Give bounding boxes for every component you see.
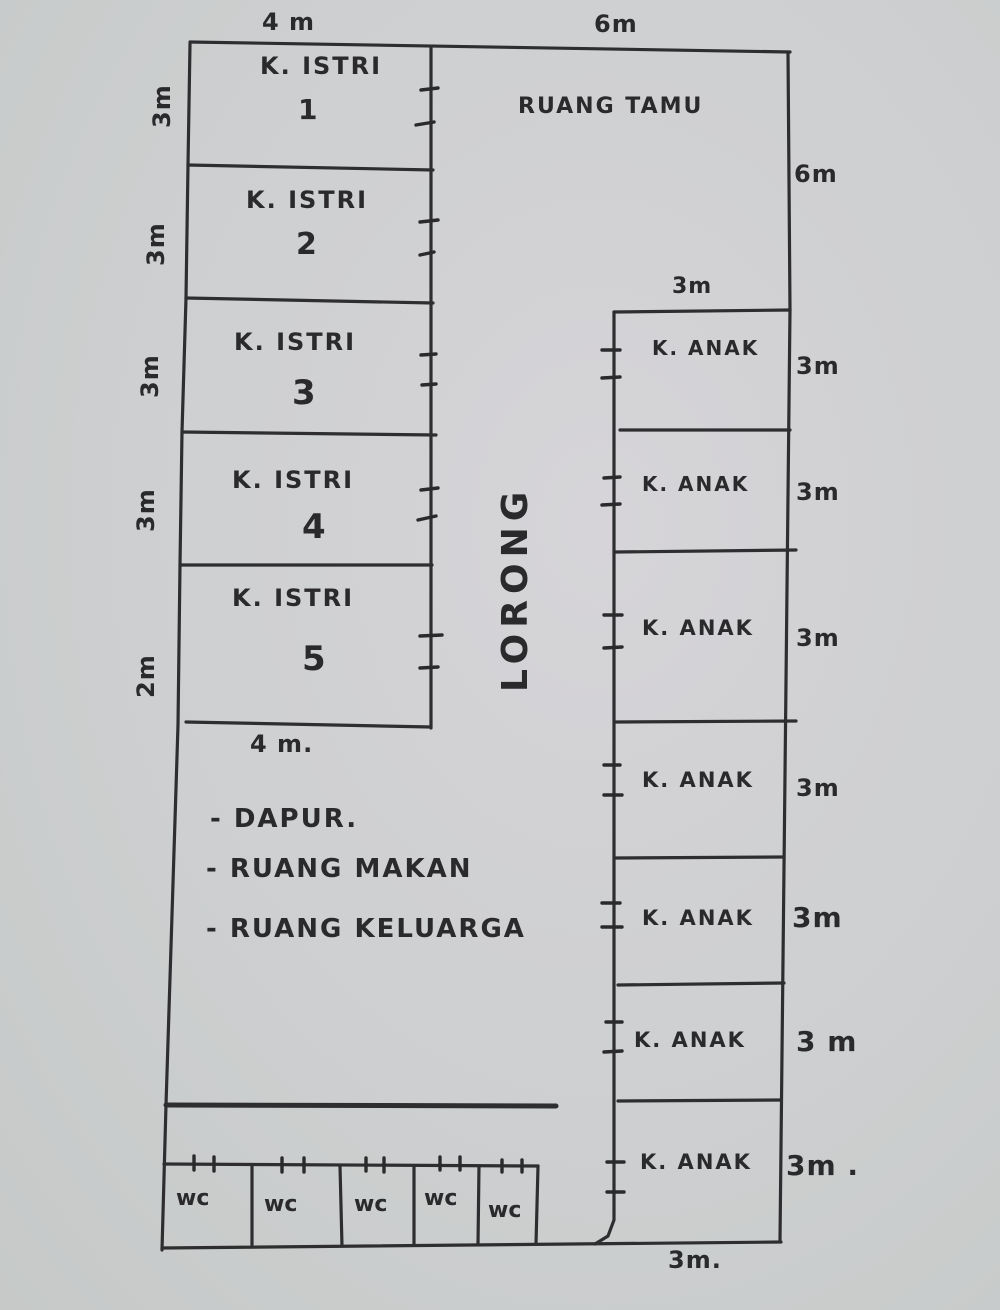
ruang-tamu-right-wall — [786, 50, 792, 312]
wc-1-label: wc — [176, 1186, 210, 1211]
room-anak-3-side-dim: 3m — [796, 624, 840, 652]
room-anak-4-label: K. ANAK — [642, 768, 754, 792]
room-istri-2-label: K. ISTRI — [246, 186, 369, 214]
common-area-item-ruang-makan: - RUANG MAKAN — [206, 854, 473, 884]
istri-divider-2 — [184, 296, 435, 305]
top-wall — [188, 40, 792, 54]
dim-anak-block-width: 3m — [672, 274, 713, 299]
anak-top-wall — [612, 308, 792, 314]
room-anak-7-label: K. ANAK — [640, 1150, 752, 1174]
wc-2-label: wc — [264, 1192, 298, 1217]
room-anak-3-label: K. ANAK — [642, 616, 754, 640]
istri-door-ticks — [414, 86, 444, 670]
istri-5-side-dim: 2m — [132, 654, 160, 698]
common-area-item-dapur: - DAPUR. — [210, 804, 359, 834]
lorong-label: LORONG — [495, 485, 536, 692]
room-anak-1-side-dim: 3m — [796, 352, 840, 380]
istri-2-side-dim: 3m — [142, 222, 170, 266]
wc-divider-4 — [476, 1164, 481, 1246]
room-anak-2-side-dim: 3m — [796, 478, 840, 506]
anak-divider-6 — [616, 1098, 783, 1103]
room-anak-6-label: K. ANAK — [634, 1028, 746, 1052]
common-area-divider — [163, 1102, 559, 1109]
anak-right-wall — [778, 308, 792, 1242]
wc-4-label: wc — [424, 1186, 458, 1211]
room-anak-7-side-dim: 3m . — [786, 1149, 860, 1182]
wc-door-ticks — [192, 1154, 524, 1174]
room-anak-5-side-dim: 3m — [792, 901, 843, 934]
anak-door-ticks — [600, 348, 626, 1194]
room-istri-2-number: 2 — [296, 227, 317, 262]
anak-divider-3 — [614, 719, 798, 724]
anak-divider-5 — [616, 981, 786, 987]
room-istri-3-number: 3 — [292, 373, 316, 413]
istri-divider-3 — [180, 430, 438, 437]
room-istri-5-number: 5 — [302, 639, 326, 679]
dim-bottom-width: 3m. — [668, 1246, 722, 1274]
room-anak-1-label: K. ANAK — [652, 336, 760, 360]
room-anak-4-side-dim: 3m — [796, 774, 840, 802]
wc-top-wall — [162, 1162, 540, 1168]
istri-divider-1 — [186, 163, 435, 172]
room-istri-4-number: 4 — [302, 507, 326, 547]
room-anak-2-label: K. ANAK — [642, 472, 750, 496]
wc-right-wall — [534, 1164, 540, 1246]
anak-left-wall — [593, 310, 616, 1246]
room-istri-5-label: K. ISTRI — [232, 584, 355, 612]
room-istri-3-label: K. ISTRI — [234, 328, 357, 356]
anak-divider-4 — [614, 855, 786, 860]
room-ruang-tamu-label: RUANG TAMU — [518, 94, 704, 119]
dim-top-left-width: 4 m — [262, 8, 316, 36]
dim-istri-5-bottom-width: 4 m. — [250, 730, 314, 758]
istri-divider-5 — [184, 720, 433, 729]
istri-4-side-dim: 3m — [132, 488, 160, 532]
anak-divider-2 — [614, 548, 798, 554]
room-istri-1-number: 1 — [298, 93, 318, 126]
bottom-wall — [160, 1240, 783, 1250]
wc-5-label: wc — [488, 1198, 522, 1223]
common-area-item-ruang-keluarga: - RUANG KELUARGA — [206, 914, 526, 944]
wc-3-label: wc — [354, 1192, 388, 1217]
room-istri-4-label: K. ISTRI — [232, 466, 355, 494]
left-wall — [160, 42, 192, 1252]
dim-ruang-tamu-height: 6m — [794, 160, 838, 188]
room-anak-5-label: K. ANAK — [642, 906, 754, 930]
wc-divider-2 — [338, 1164, 344, 1248]
istri-1-side-dim: 3m — [148, 84, 176, 128]
istri-3-side-dim: 3m — [136, 354, 164, 398]
room-anak-6-side-dim: 3 m — [796, 1025, 858, 1058]
dim-top-right-width: 6m — [594, 10, 638, 38]
room-istri-1-label: K. ISTRI — [260, 52, 383, 80]
